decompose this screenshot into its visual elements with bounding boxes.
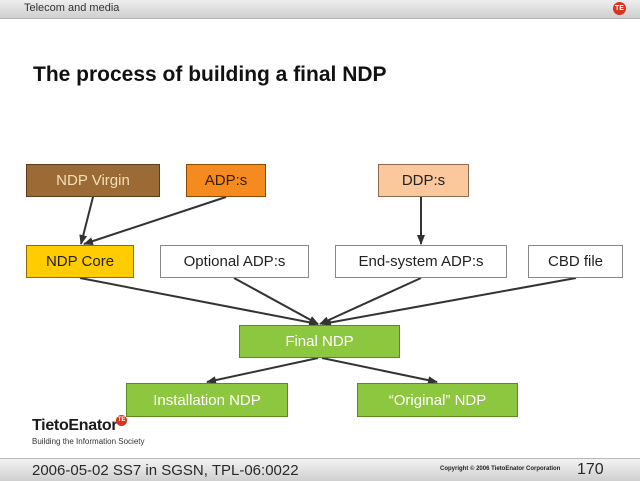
- logo-badge-icon: TE: [116, 415, 127, 426]
- node-ddps: DDP:s: [378, 164, 469, 197]
- node-adps: ADP:s: [186, 164, 266, 197]
- arrow-final-to-installation: [206, 357, 319, 385]
- node-ndp-virgin: NDP Virgin: [26, 164, 160, 197]
- node-original-ndp: “Original” NDP: [357, 383, 518, 417]
- arrow-adps-to-core: [83, 196, 227, 245]
- footer-bar: 2006-05-02 SS7 in SGSN, TPL-06:0022 Copy…: [0, 458, 640, 481]
- logo-name: TietoEnator: [32, 417, 118, 434]
- slide-title: The process of building a final NDP: [33, 63, 387, 86]
- arrow-virgin-to-core: [79, 196, 94, 245]
- tietoenator-badge-icon: TE: [613, 2, 626, 15]
- logo-tagline: Building the Information Society: [32, 437, 145, 446]
- page-number: 170: [577, 461, 604, 478]
- node-cbd-file: CBD file: [528, 245, 623, 278]
- node-installation-ndp: Installation NDP: [126, 383, 288, 417]
- section-label: Telecom and media: [24, 2, 120, 14]
- footer-copyright: Copyright © 2006 TietoEnator Corporation: [440, 466, 561, 472]
- company-logo: TietoEnator TE Building the Information …: [32, 415, 145, 446]
- node-optional-adps: Optional ADP:s: [160, 245, 309, 278]
- arrow-final-to-original: [321, 357, 438, 385]
- arrow-cbd-to-final: [321, 277, 577, 327]
- arrow-optional-to-final: [233, 277, 319, 325]
- node-ndp-core: NDP Core: [26, 245, 134, 278]
- arrow-endsystem-to-final: [319, 277, 422, 325]
- node-end-system-adps: End-system ADP:s: [335, 245, 507, 278]
- arrow-core-to-final: [79, 277, 319, 327]
- node-final-ndp: Final NDP: [239, 325, 400, 358]
- top-bar: Telecom and media TE: [0, 0, 640, 19]
- footer-date-doc: 2006-05-02 SS7 in SGSN, TPL-06:0022: [32, 462, 299, 479]
